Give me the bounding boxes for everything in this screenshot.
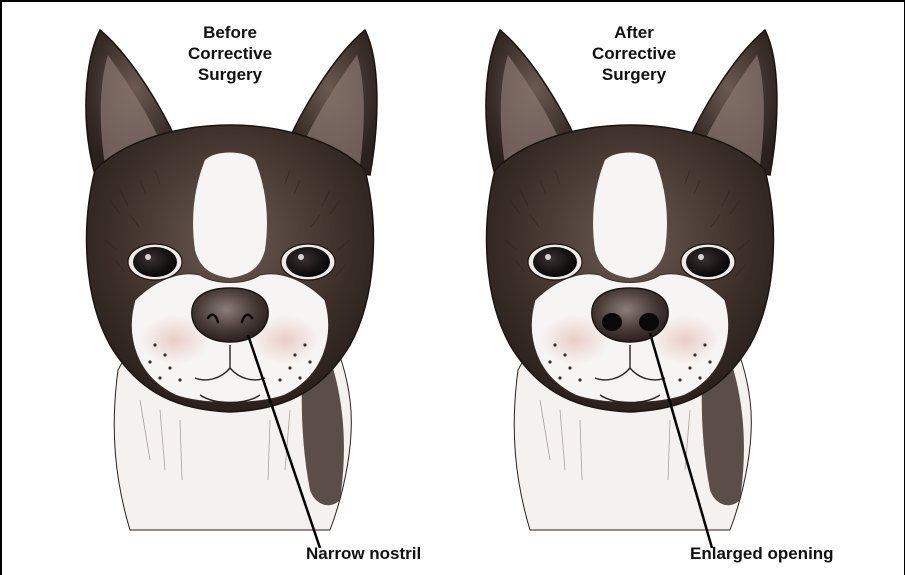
after-dog <box>486 30 777 530</box>
after-title: After Corrective Surgery <box>534 22 734 85</box>
before-title-line-2: Corrective <box>130 43 330 64</box>
enlarged-nostril-left <box>602 313 622 331</box>
after-title-line-3: Surgery <box>534 64 734 85</box>
enlarged-opening-label: Enlarged opening <box>690 544 834 564</box>
before-title: Before Corrective Surgery <box>130 22 330 85</box>
enlarged-nostril-right <box>639 313 659 331</box>
before-title-line-1: Before <box>130 22 330 43</box>
narrow-nostril-label: Narrow nostril <box>306 544 421 564</box>
before-dog <box>86 30 377 530</box>
before-title-line-3: Surgery <box>130 64 330 85</box>
after-title-line-2: Corrective <box>534 43 734 64</box>
after-title-line-1: After <box>534 22 734 43</box>
